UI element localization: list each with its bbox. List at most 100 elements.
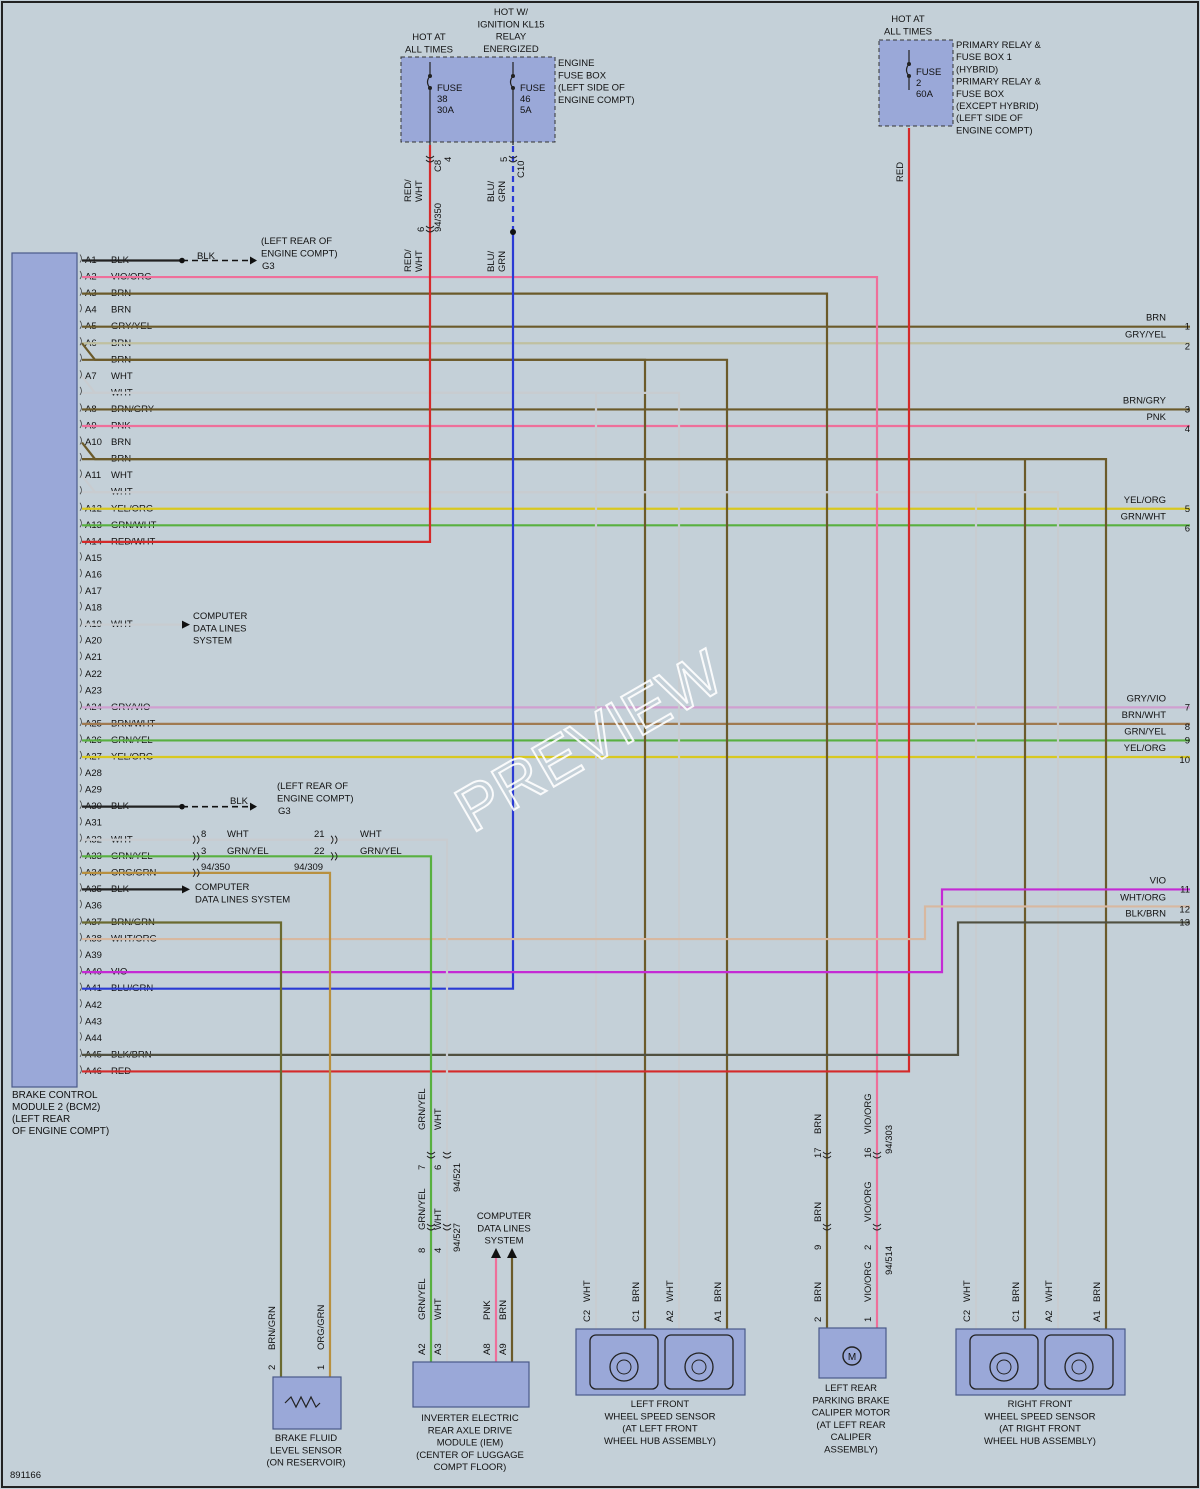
- right-output-color: BRN/GRY: [1123, 395, 1167, 406]
- lf-wheel-sensor-label: WHEEL SPEED SENSOR: [604, 1411, 715, 1422]
- bcm-pin-color: WHT: [111, 371, 133, 382]
- primary-relay-label: (HYBRID): [956, 64, 998, 75]
- fuse-46-label: 46: [520, 94, 531, 105]
- connector-mark: [426, 1151, 436, 1155]
- wire-color-vertical: BLU/: [486, 251, 497, 272]
- bcm-pin-number: A43: [85, 1016, 102, 1027]
- pin-bracket: [79, 618, 82, 627]
- primary-relay-label: FUSE BOX 1: [956, 52, 1012, 63]
- fuse-2-label: 2: [916, 78, 921, 89]
- brake-fluid-color: BRN/GRN: [267, 1306, 278, 1350]
- ground-g3-label: G3: [262, 261, 275, 272]
- lr-parking-brake-label: PARKING BRAKE: [813, 1395, 890, 1406]
- engine-fuse-box: [400, 56, 556, 143]
- left-rear-parking-brake-motor: [818, 1327, 887, 1379]
- pin-bracket: [79, 568, 82, 578]
- wheel-sensor-coil-icon: [969, 1334, 1039, 1390]
- primary-relay-label: PRIMARY RELAY &: [956, 40, 1041, 51]
- connector-mark: [508, 159, 518, 163]
- wheel-sensor-rotor-icon: [684, 1352, 714, 1382]
- connector-pin-vertical: 5: [499, 157, 510, 162]
- connector-mark: [334, 835, 338, 845]
- connector-id-vertical: 94/527: [452, 1223, 463, 1252]
- right-output-color: BRN: [1146, 313, 1166, 324]
- connector-id-vertical: 94/514: [884, 1246, 895, 1275]
- brake-fluid-color: ORG/GRN: [316, 1304, 327, 1350]
- arrow-up-icon: [507, 1248, 517, 1258]
- hot-at-all-times-right-label: HOT AT: [891, 14, 925, 25]
- pin-bracket: [79, 866, 82, 876]
- right-output-color: BRN/WHT: [1122, 710, 1167, 721]
- bcm-pin-number: A28: [85, 768, 102, 779]
- bcm-pin-number: A18: [85, 603, 102, 614]
- bcm-pin-number: A21: [85, 652, 102, 663]
- iem-conn-lower-color: GRN/YEL: [417, 1188, 428, 1230]
- wire-a34-orggrn: [82, 871, 332, 1378]
- computer-data-lines-label: COMPUTER: [193, 611, 248, 622]
- pin-bracket: [79, 634, 82, 644]
- iem-label: INVERTER ELECTRIC: [421, 1413, 519, 1424]
- wire-a32-wht: [82, 838, 449, 1362]
- iem-conn-lower-pin: 4: [433, 1248, 444, 1253]
- iem-label: COMPT FLOOR): [434, 1462, 507, 1473]
- wire-a41-blugrn: [82, 232, 515, 990]
- bcm-pin-number: A4: [85, 305, 97, 316]
- iem-pin: A9: [498, 1343, 509, 1355]
- pin-bracket: [79, 982, 82, 991]
- bcm-pin-number: A11: [85, 470, 101, 481]
- ground-location-label: ENGINE COMPT): [277, 793, 354, 804]
- wire-color-label: GRN/YEL: [360, 846, 402, 857]
- motor-letter: M: [848, 1352, 856, 1363]
- pin-bracket: [79, 337, 82, 346]
- right-output-number: 8: [1185, 722, 1190, 733]
- fuse-2-label: 60A: [916, 89, 934, 100]
- right-output-number: 5: [1185, 504, 1190, 515]
- connector-mark: [426, 1223, 436, 1227]
- wire-a40-vio: [82, 888, 1190, 974]
- iem-color: WHT: [433, 1298, 444, 1320]
- brake-fluid-sensor-label: (ON RESERVOIR): [266, 1458, 345, 1469]
- connector-mark: [442, 1155, 452, 1159]
- bcm-pin-color: WHT: [111, 470, 133, 481]
- wire-a38-whtorg: [82, 905, 1190, 941]
- engine-fuse-box-label: ENGINE: [558, 58, 594, 69]
- connector-mark: [822, 1227, 832, 1231]
- rf-sensor-pin: A2: [1044, 1310, 1055, 1322]
- bcm2-module: [11, 252, 78, 1088]
- pin-bracket: [79, 734, 82, 743]
- ground-location-label: ENGINE COMPT): [261, 248, 338, 259]
- lf-sensor-color: BRN: [631, 1282, 642, 1302]
- hot-ignition-label: IGNITION KL15: [477, 19, 544, 30]
- fuse-dot: [511, 86, 515, 90]
- primary-relay-label: FUSE BOX: [956, 89, 1005, 100]
- lr-conn-upper-color: BRN: [813, 1114, 824, 1134]
- connector-id-vertical: 94/521: [452, 1163, 463, 1192]
- connector-pin-label: 21: [314, 829, 325, 840]
- connector-mark: [442, 1151, 452, 1155]
- pin-bracket: [79, 684, 82, 694]
- pin-bracket: [79, 816, 82, 826]
- computer-data-lines-label: SYSTEM: [193, 636, 232, 647]
- ground-g3-label: G3: [278, 806, 291, 817]
- iem-color: BRN: [498, 1300, 509, 1320]
- bcm-pin-number: A15: [85, 553, 102, 564]
- lr-conn-lower-pin: 2: [863, 1245, 874, 1250]
- bcm-pin-number: A44: [85, 1033, 102, 1044]
- pin-bracket: [79, 800, 82, 809]
- hot-at-all-times-right-label: ALL TIMES: [884, 26, 932, 37]
- fuse-38-label: 30A: [437, 105, 455, 116]
- lf-sensor-pin: A2: [665, 1310, 676, 1322]
- connector-mark: [872, 1223, 882, 1227]
- pin-bracket: [79, 717, 82, 727]
- wheel-sensor-rotor-icon: [1064, 1352, 1094, 1382]
- computer-data-lines-label: COMPUTER: [195, 882, 250, 893]
- connector-mark: [442, 1227, 452, 1231]
- wheel-sensor-coil-icon: [589, 1334, 659, 1390]
- wire-color-vertical: RED/: [403, 179, 414, 202]
- pin-bracket: [79, 850, 82, 859]
- primary-relay-label: (EXCEPT HYBRID): [956, 101, 1039, 112]
- iem-label: (CENTER OF LUGGAGE: [416, 1450, 524, 1461]
- lf-sensor-pin: A1: [713, 1310, 724, 1322]
